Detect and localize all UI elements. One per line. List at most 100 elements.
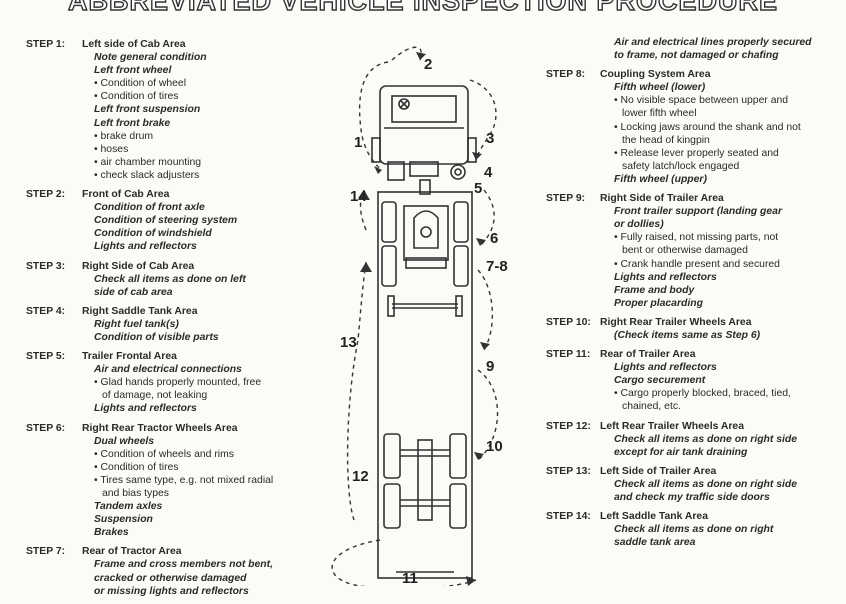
checklist-item: Brakes <box>94 527 129 539</box>
left-front-tire <box>371 137 381 163</box>
checklist-bullet: Crank handle present and secured <box>614 258 846 271</box>
tractor-trailer-diagram: 1 2 3 4 5 6 7-8 9 10 11 12 13 14 <box>300 40 540 590</box>
checklist-item: Check all items as done on left <box>94 273 246 285</box>
step-heading: STEP 13: Left Side of Trailer Area <box>546 465 846 478</box>
checklist-item: except for air tank draining <box>614 446 748 458</box>
checklist-item: Fifth wheel (lower) <box>614 82 706 94</box>
checklist-item: Air and electrical connections <box>94 364 242 376</box>
route-13 <box>346 261 367 521</box>
checklist-item: Condition of front axle <box>94 202 205 214</box>
checklist-bullet: of damage, not leaking <box>102 390 208 402</box>
step-number: STEP 3: <box>26 260 66 272</box>
step-heading: STEP 11: Rear of Trailer Area <box>546 348 846 361</box>
step-title: Right Saddle Tank Area <box>82 305 198 317</box>
checklist-bullet: check slack adjusters <box>94 169 331 182</box>
checklist-item: or dollies) <box>614 219 664 231</box>
step-number: STEP 5: <box>26 351 66 363</box>
step-heading: STEP 10: Right Rear Trailer Wheels Area <box>546 316 846 329</box>
checklist-item: Frame and cross members not bent, <box>94 559 274 571</box>
route-3 <box>469 79 497 161</box>
step-heading: STEP 12:Left Rear Trailer Wheels Area <box>546 420 846 433</box>
checklist-item: to frame, not damaged or chafing <box>614 50 779 62</box>
step-number: STEP 10: <box>546 316 591 328</box>
checklist-item: Dual wheels <box>94 435 155 447</box>
step-number: STEP 14: <box>546 511 591 523</box>
checklist-item: Note general condition <box>94 52 207 64</box>
page-title: ABBREVIATED VEHICLE INSPECTION PROCEDURE <box>67 0 779 17</box>
cab-outline <box>379 85 469 165</box>
checklist-item: Left front brake <box>94 117 171 129</box>
step-heading: STEP 14: Left Saddle Tank Area <box>546 510 846 523</box>
checklist-bullet: Tires same type, e.g. not mixed radial <box>94 474 331 487</box>
right-front-tire <box>467 137 477 163</box>
diagram-label-6: 6 <box>490 230 499 247</box>
checklist-item: Lights and reflectors <box>94 241 197 253</box>
checklist-item: Right fuel tank(s) <box>94 318 179 330</box>
checklist-item: Check all items as done on right side <box>614 478 798 490</box>
step-title: Rear of Trailer Area <box>600 349 696 361</box>
step-heading: STEP 5: Trailer Frontal Area <box>26 350 331 363</box>
checklist-bullet: lower fifth wheel <box>622 108 697 120</box>
step-number: STEP 4: <box>26 305 66 317</box>
step-number: STEP 6: <box>26 422 66 434</box>
step-title: Right Side of Cab Area <box>82 260 195 272</box>
checklist-bullet: the head of kingpin <box>622 134 710 146</box>
step-number: STEP 12: <box>546 420 591 432</box>
checklist-bullet: Condition of tires <box>94 461 331 474</box>
checklist-bullet: Locking jaws around the shank and not <box>614 121 846 134</box>
diagram-label-2: 2 <box>424 56 433 73</box>
diagram-label-9: 9 <box>486 358 495 375</box>
diagram-label-5: 5 <box>474 180 483 197</box>
checklist-item: Lights and reflectors <box>614 271 717 283</box>
checklist-item: and check my traffic side doors <box>614 492 770 503</box>
checklist-item: (Check items same as Step 6) <box>614 329 761 341</box>
step-heading: STEP 1:Left side of Cab Area <box>26 38 331 51</box>
step-title: Rear of Tractor Area <box>82 546 182 558</box>
step-heading: STEP 9: Right Side of Trailer Area <box>546 192 846 205</box>
checklist-item: Suspension <box>94 514 153 526</box>
step-number: STEP 13: <box>546 465 591 477</box>
step-7-continued: Air and electrical lines properly secure… <box>546 36 846 62</box>
diagram-label-14: 14 <box>350 188 367 205</box>
checklist-bullet: Release lever properly seated and <box>614 147 846 160</box>
step-number: STEP 2: <box>26 189 66 201</box>
step-number: STEP 9: <box>546 193 586 205</box>
checklist-item: Cargo securement <box>614 375 706 387</box>
step-number: STEP 1: <box>26 39 66 50</box>
route-1 <box>358 61 389 171</box>
step-title: Right Rear Trailer Wheels Area <box>600 316 752 328</box>
step-heading: STEP 4: Right Saddle Tank Area <box>26 305 331 318</box>
step-title: Front of Cab Area <box>82 189 170 201</box>
checklist-item: Lights and reflectors <box>94 403 197 415</box>
step-title: Left Saddle Tank Area <box>600 511 708 523</box>
step-number: STEP 7: <box>26 546 66 558</box>
step-title: Left Side of Trailer Area <box>600 465 717 477</box>
checklist-bullet: Condition of wheels and rims <box>94 448 331 461</box>
checklist-item: Frame and body <box>614 284 695 296</box>
step-title: Trailer Frontal Area <box>82 351 177 363</box>
checklist-bullet: air chamber mounting <box>94 156 331 169</box>
step-title: Right Side of Trailer Area <box>600 193 724 205</box>
step-block: STEP 10: Right Rear Trailer Wheels Area(C… <box>546 316 846 342</box>
vehicle-top-view <box>331 46 499 590</box>
step-number: STEP 11: <box>546 349 591 361</box>
step-heading: STEP 6:Right Rear Tractor Wheels Area <box>26 422 331 435</box>
checklist-item: saddle tank area <box>614 537 696 549</box>
route-10 <box>477 369 499 461</box>
step-heading: STEP 2: Front of Cab Area <box>26 188 331 201</box>
checklist-bullet: hoses <box>94 143 331 156</box>
checklist-bullet: Glad hands properly mounted, free <box>94 376 331 389</box>
